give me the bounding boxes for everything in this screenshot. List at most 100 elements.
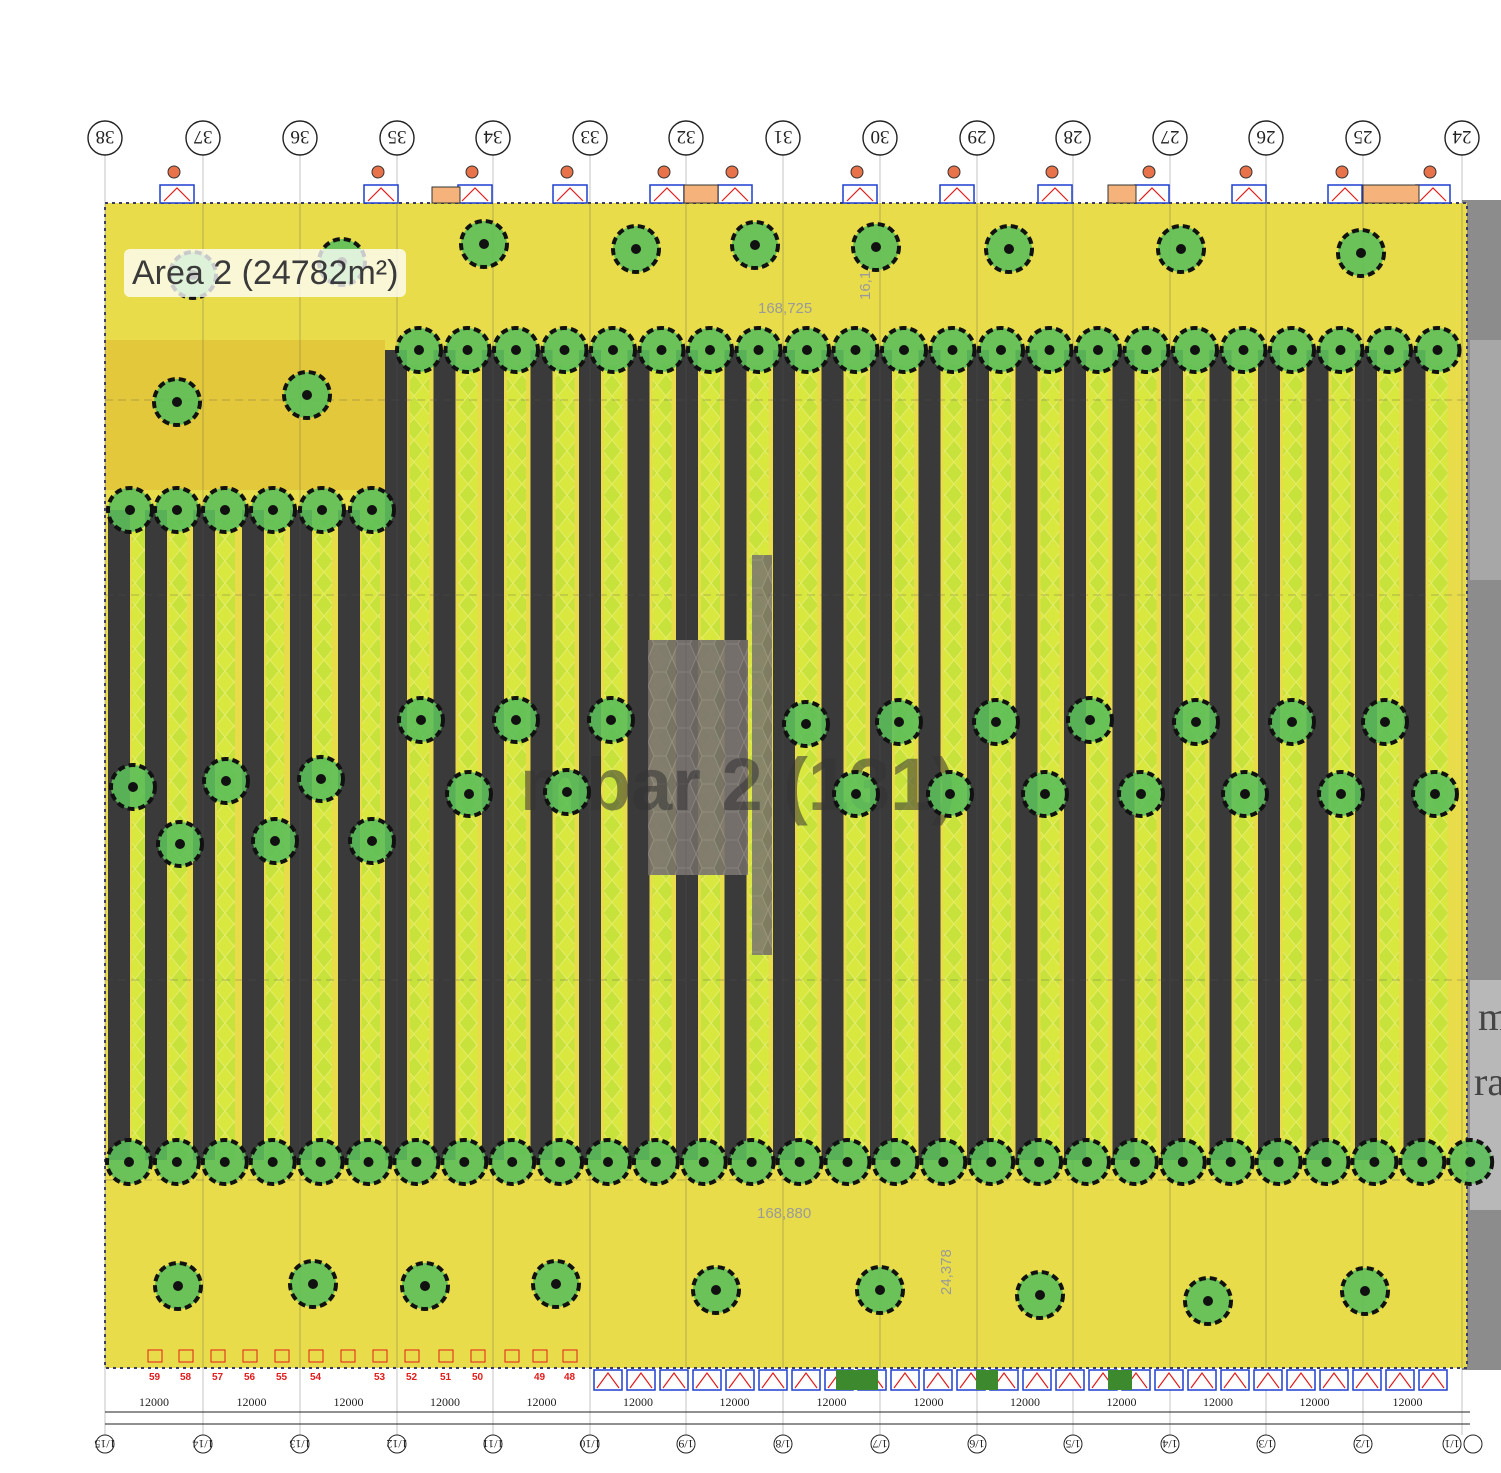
dock-door[interactable] bbox=[1037, 165, 1073, 204]
dock-door[interactable] bbox=[758, 1369, 788, 1391]
sensor-marker[interactable] bbox=[1268, 326, 1316, 374]
sensor-marker[interactable] bbox=[152, 377, 202, 427]
sensor-marker[interactable] bbox=[492, 696, 540, 744]
sensor-marker[interactable] bbox=[584, 1138, 632, 1186]
sensor-marker[interactable] bbox=[587, 696, 635, 744]
sensor-marker[interactable] bbox=[492, 326, 540, 374]
sensor-marker[interactable] bbox=[153, 1261, 203, 1311]
sensor-marker[interactable] bbox=[730, 220, 780, 270]
sensor-marker[interactable] bbox=[782, 700, 830, 748]
dock-door[interactable] bbox=[923, 1369, 953, 1391]
sensor-marker[interactable] bbox=[1317, 770, 1365, 818]
dock-door[interactable] bbox=[1253, 1369, 1283, 1391]
sensor-marker[interactable] bbox=[200, 1138, 249, 1186]
sensor-marker[interactable] bbox=[1413, 326, 1462, 374]
sensor-marker[interactable] bbox=[928, 326, 977, 374]
dock-door[interactable] bbox=[626, 1369, 656, 1391]
sensor-marker[interactable] bbox=[1340, 1266, 1390, 1316]
dock-door[interactable] bbox=[1022, 1369, 1052, 1391]
dock-door[interactable] bbox=[1055, 1369, 1085, 1391]
sensor-marker[interactable] bbox=[679, 1138, 728, 1186]
sensor-marker[interactable] bbox=[109, 763, 157, 811]
sensor-marker[interactable] bbox=[977, 326, 1025, 374]
dock-door[interactable] bbox=[1319, 1369, 1349, 1391]
sensor-marker[interactable] bbox=[967, 1138, 1016, 1186]
dock-door[interactable] bbox=[552, 165, 588, 204]
sensor-marker[interactable] bbox=[282, 370, 332, 420]
dock-door[interactable] bbox=[1220, 1369, 1250, 1391]
sensor-marker[interactable] bbox=[1172, 698, 1220, 746]
sensor-marker[interactable] bbox=[445, 770, 493, 818]
sensor-marker[interactable] bbox=[395, 326, 443, 374]
sensor-marker[interactable] bbox=[691, 1265, 741, 1315]
sensor-marker[interactable] bbox=[734, 326, 783, 374]
sensor-marker[interactable] bbox=[536, 1138, 585, 1186]
sensor-marker[interactable] bbox=[1206, 1138, 1255, 1186]
sensor-marker[interactable] bbox=[775, 1138, 824, 1186]
sensor-marker[interactable] bbox=[152, 1138, 201, 1186]
sensor-marker[interactable] bbox=[249, 486, 297, 534]
sensor-marker[interactable] bbox=[543, 768, 591, 816]
dock-door[interactable] bbox=[1418, 1369, 1448, 1391]
dock-door[interactable] bbox=[842, 165, 878, 204]
sensor-marker[interactable] bbox=[1110, 1138, 1159, 1186]
sensor-marker[interactable] bbox=[288, 1259, 338, 1309]
dock-door[interactable] bbox=[363, 165, 399, 204]
dock-door[interactable] bbox=[1187, 1369, 1217, 1391]
dock-door[interactable] bbox=[791, 1369, 821, 1391]
dock-door[interactable] bbox=[1154, 1369, 1184, 1391]
sensor-marker[interactable] bbox=[1446, 1138, 1495, 1186]
dock-door[interactable] bbox=[1385, 1369, 1415, 1391]
sensor-marker[interactable] bbox=[344, 1138, 393, 1186]
sensor-marker[interactable] bbox=[443, 326, 492, 374]
sensor-marker[interactable] bbox=[1398, 1138, 1447, 1186]
dock-door[interactable] bbox=[890, 1369, 920, 1391]
sensor-marker[interactable] bbox=[1219, 326, 1268, 374]
sensor-marker[interactable] bbox=[1117, 770, 1165, 818]
dock-door[interactable] bbox=[1327, 165, 1363, 204]
sensor-marker[interactable] bbox=[296, 1138, 345, 1186]
sensor-marker[interactable] bbox=[631, 1138, 680, 1186]
sensor-marker[interactable] bbox=[1015, 1270, 1065, 1320]
sensor-marker[interactable] bbox=[298, 486, 346, 534]
dock-door[interactable] bbox=[1231, 165, 1267, 204]
dock-door[interactable] bbox=[1286, 1369, 1316, 1391]
sensor-marker[interactable] bbox=[1063, 1138, 1111, 1186]
sensor-marker[interactable] bbox=[1350, 1138, 1399, 1186]
sensor-marker[interactable] bbox=[1254, 1138, 1303, 1186]
sensor-marker[interactable] bbox=[1221, 770, 1269, 818]
sensor-marker[interactable] bbox=[1183, 1276, 1233, 1326]
dock-door[interactable] bbox=[1134, 165, 1170, 204]
sensor-marker[interactable] bbox=[1365, 326, 1413, 374]
dock-door[interactable] bbox=[649, 165, 685, 204]
sensor-marker[interactable] bbox=[1316, 326, 1365, 374]
sensor-marker[interactable] bbox=[392, 1138, 441, 1186]
sensor-marker[interactable] bbox=[540, 326, 589, 374]
sensor-marker[interactable] bbox=[459, 219, 509, 269]
dock-door[interactable] bbox=[159, 165, 195, 204]
sensor-marker[interactable] bbox=[1156, 224, 1206, 274]
sensor-marker[interactable] bbox=[156, 820, 204, 868]
sensor-marker[interactable] bbox=[611, 224, 661, 274]
sensor-marker[interactable] bbox=[400, 1261, 450, 1311]
sensor-marker[interactable] bbox=[851, 222, 901, 272]
sensor-marker[interactable] bbox=[202, 757, 250, 805]
dock-door[interactable] bbox=[457, 165, 493, 204]
sensor-marker[interactable] bbox=[1336, 228, 1386, 278]
dock-door[interactable] bbox=[725, 1369, 755, 1391]
sensor-marker[interactable] bbox=[1025, 326, 1074, 374]
sensor-marker[interactable] bbox=[153, 486, 201, 534]
sensor-marker[interactable] bbox=[637, 326, 686, 374]
sensor-marker[interactable] bbox=[1361, 698, 1409, 746]
sensor-marker[interactable] bbox=[248, 1138, 297, 1186]
sensor-marker[interactable] bbox=[783, 326, 831, 374]
sensor-marker[interactable] bbox=[831, 326, 880, 374]
sensor-marker[interactable] bbox=[488, 1138, 537, 1186]
sensor-marker[interactable] bbox=[855, 1265, 905, 1315]
sensor-marker[interactable] bbox=[984, 224, 1034, 274]
sensor-marker[interactable] bbox=[875, 698, 923, 746]
sensor-marker[interactable] bbox=[1158, 1138, 1207, 1186]
dock-door[interactable] bbox=[939, 165, 975, 204]
sensor-marker[interactable] bbox=[589, 326, 637, 374]
sensor-marker[interactable] bbox=[105, 1138, 153, 1186]
